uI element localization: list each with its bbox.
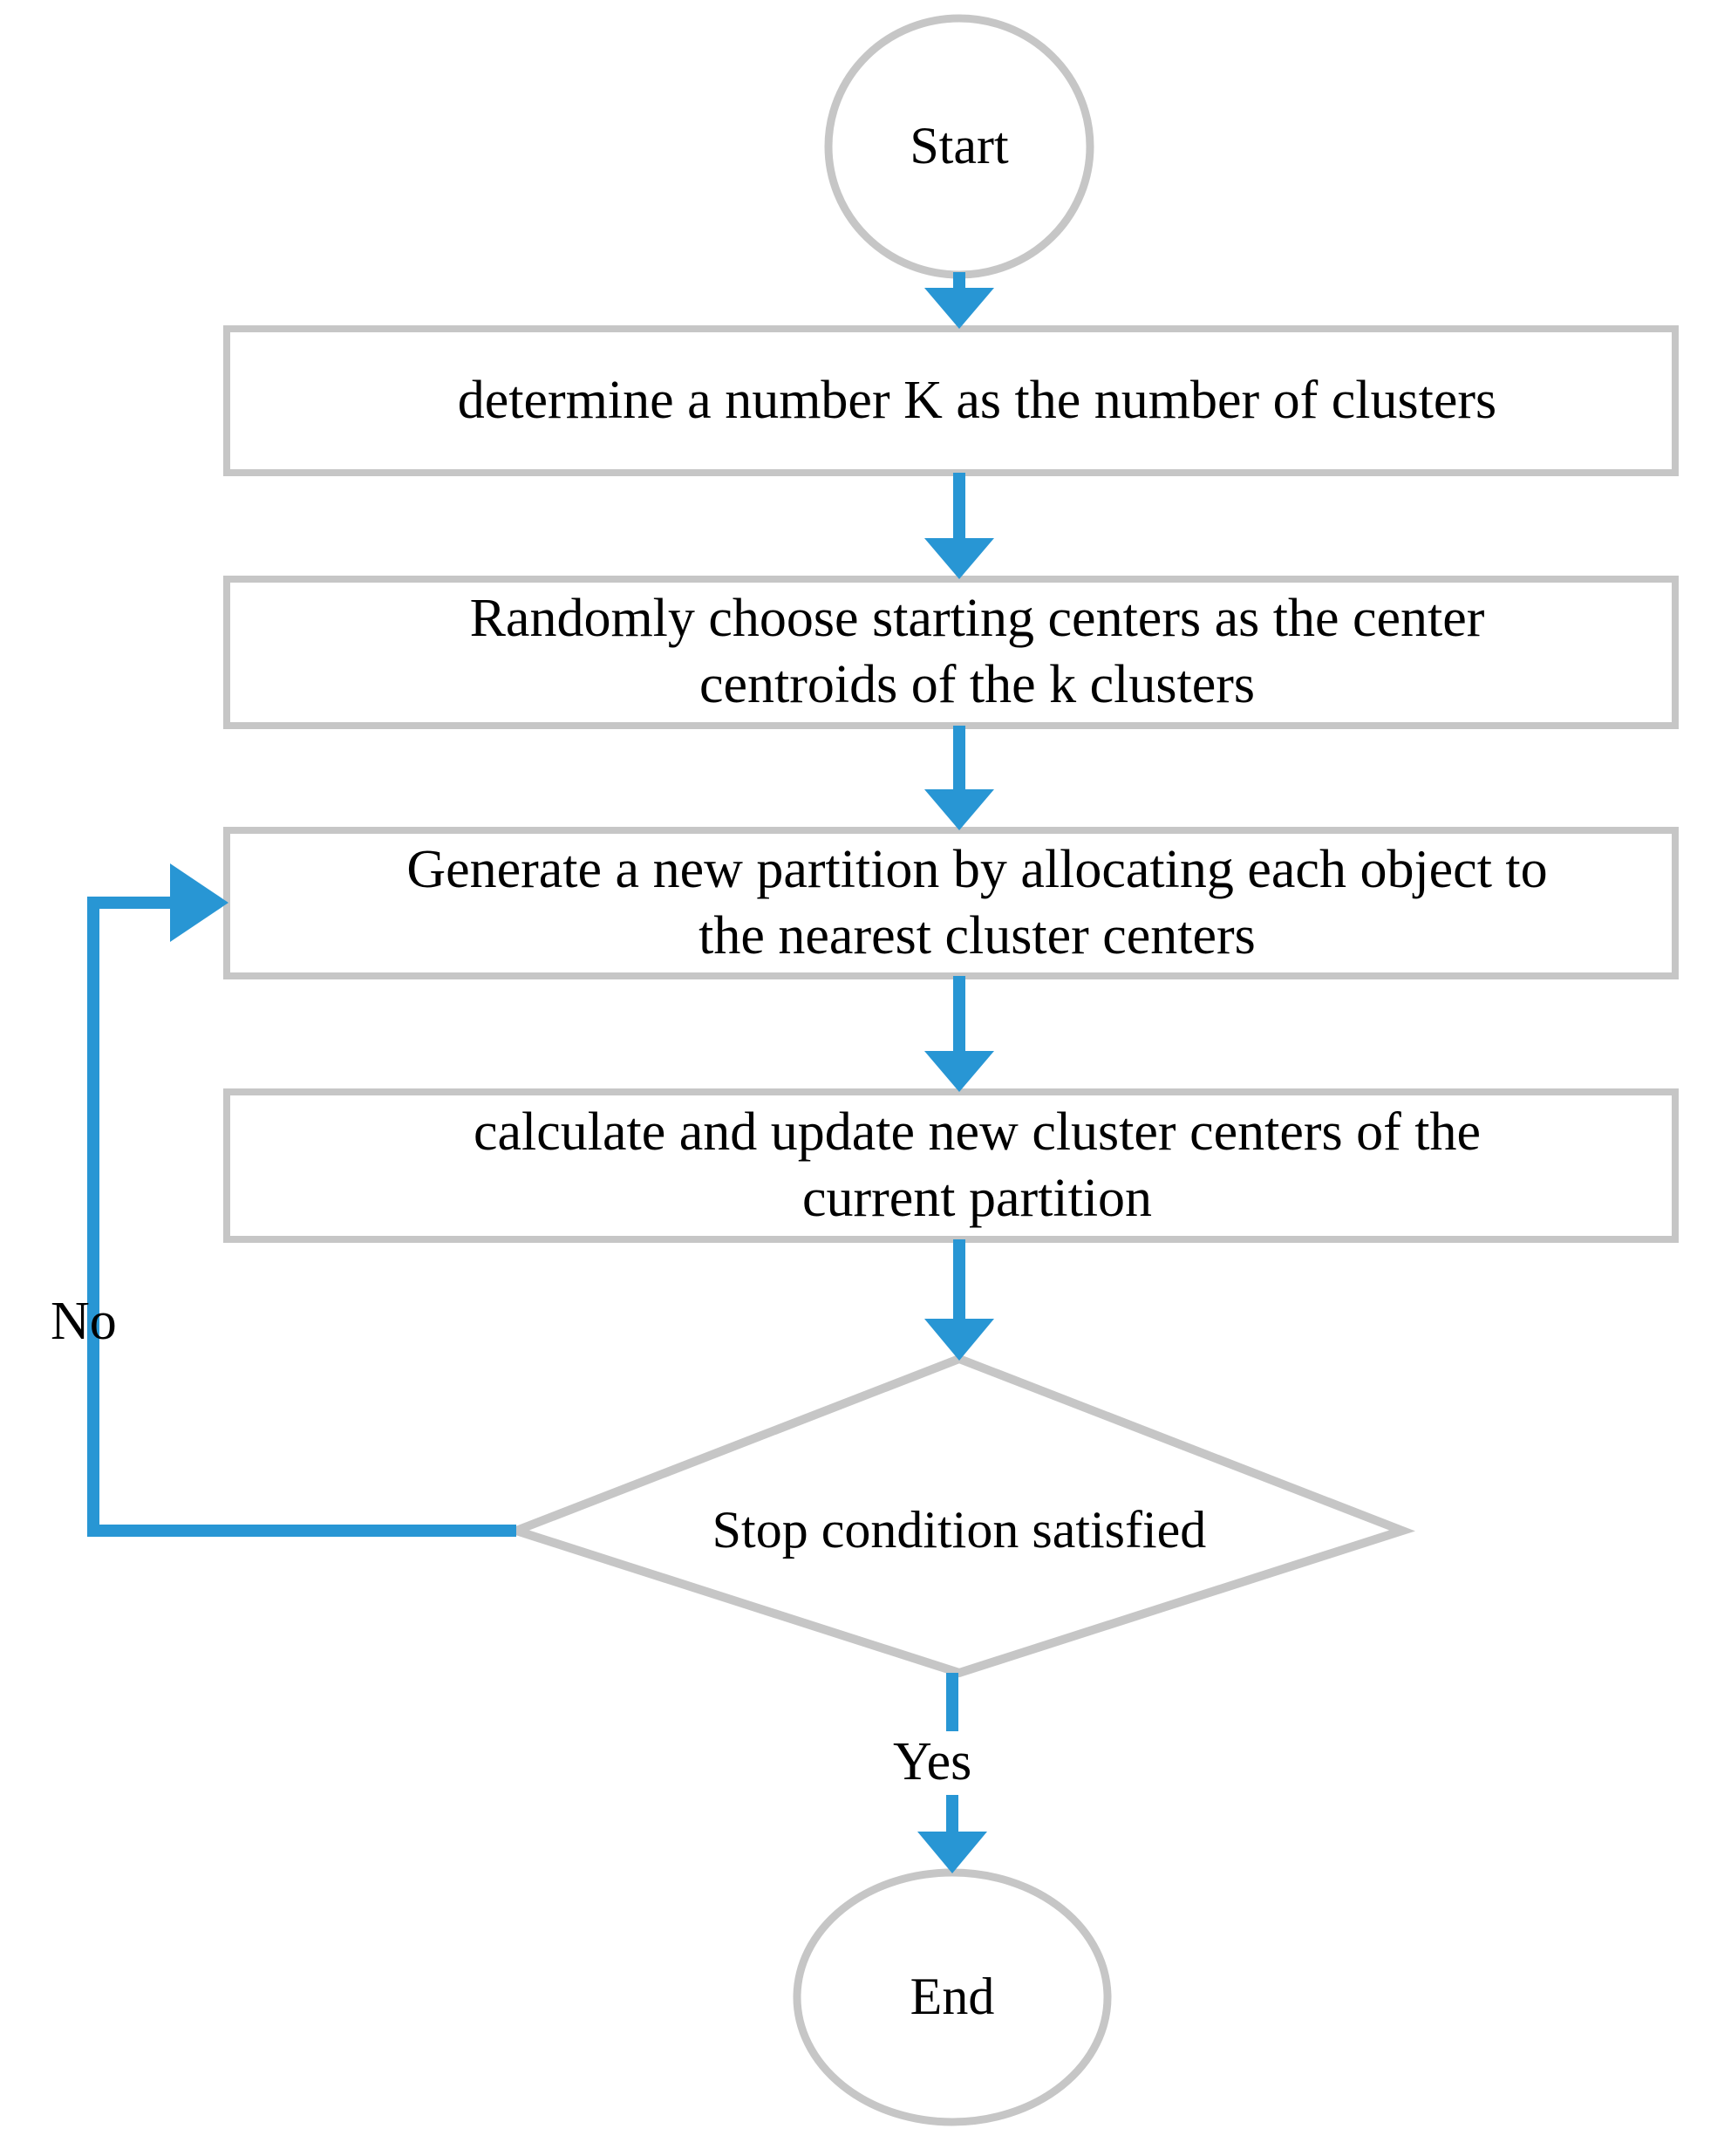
edge-step3-to-step4 — [924, 976, 994, 1092]
node-start-shape[interactable] — [824, 14, 1094, 279]
edge-decision-to-end-yes — [917, 1673, 987, 1873]
edge-decision-to-step3-no — [87, 863, 516, 1537]
arrowhead-down-icon — [924, 538, 994, 579]
arrowhead-down-icon — [924, 789, 994, 830]
arrowhead-right-icon — [170, 863, 228, 942]
node-step1-shape[interactable] — [223, 325, 1679, 476]
node-end-shape[interactable] — [793, 1868, 1112, 2126]
node-step2-shape[interactable] — [223, 576, 1679, 729]
arrowhead-down-icon — [917, 1832, 987, 1873]
node-decision-shape[interactable] — [503, 1354, 1415, 1678]
edge-step1-to-step2 — [924, 473, 994, 579]
arrowhead-down-icon — [924, 1051, 994, 1092]
node-step4-shape[interactable] — [223, 1088, 1679, 1243]
edge-start-to-step1 — [924, 272, 994, 329]
edge-label-yes: Yes — [893, 1732, 972, 1791]
arrowhead-down-icon — [924, 288, 994, 329]
edge-label-no: No — [51, 1292, 117, 1351]
edge-step2-to-step3 — [924, 726, 994, 830]
edge-step4-to-decision — [924, 1239, 994, 1361]
node-step3-shape[interactable] — [223, 827, 1679, 979]
arrowhead-down-icon — [924, 1319, 994, 1361]
